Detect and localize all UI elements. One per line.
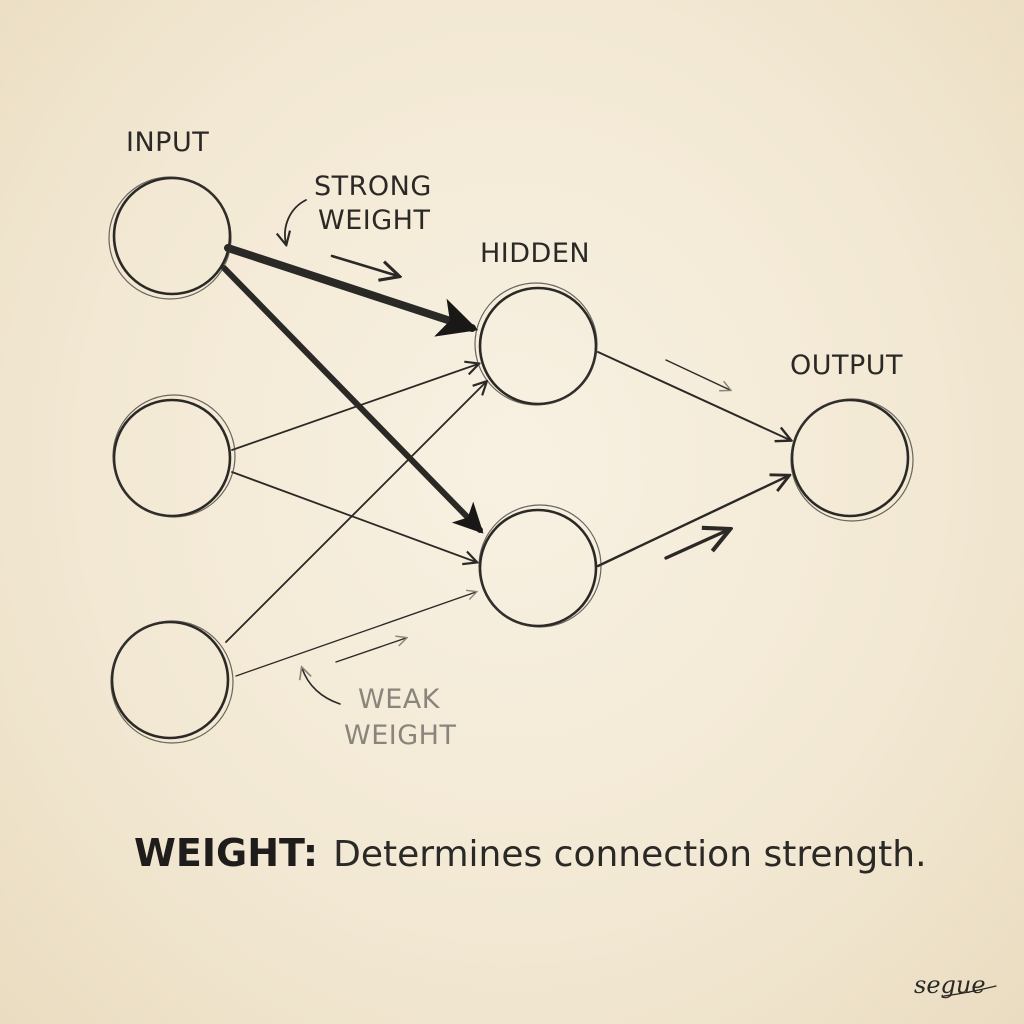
node-hidden-1 [474,282,598,406]
edge-input2-hidden2 [231,471,476,562]
edge-input2-hidden1 [231,364,478,451]
direction-arrow-lower-output [664,530,728,560]
edge-input3-hidden2-weak [235,592,476,677]
direction-arrow-weak [335,638,406,663]
label-weak-weight-line2: WEIGHT [344,720,456,751]
direction-arrow-upper-output [665,359,730,390]
label-hidden-layer: HIDDEN [480,238,590,269]
label-output-layer: OUTPUT [790,350,903,381]
edge-hidden1-output [597,351,790,440]
node-input-2 [112,394,236,518]
caption-definition: Determines connection strength. [333,834,926,875]
edge-input1-hidden1-strong [224,244,479,337]
strong-weight-callout-arrow [285,199,307,244]
node-input-1 [108,176,232,300]
label-strong-weight-line2: WEIGHT [318,205,430,236]
node-output [790,398,914,522]
edge-input1-hidden2-strong [221,265,484,534]
direction-arrow-strong [330,254,398,276]
weak-weight-callout-arrow [302,668,341,705]
caption-term: WEIGHT: [134,831,318,875]
label-input-layer: INPUT [126,127,209,158]
artist-signature: segue [914,971,986,999]
signature-underline [943,985,997,997]
label-weak-weight-line1: WEAK [358,684,441,715]
edge-hidden2-output [596,476,788,568]
edge-input3-hidden1 [225,382,486,643]
label-strong-weight-line1: STRONG [314,171,432,202]
node-input-3 [110,620,234,744]
caption: WEIGHT: Determines connection strength. [134,831,927,875]
node-hidden-2 [478,504,602,628]
